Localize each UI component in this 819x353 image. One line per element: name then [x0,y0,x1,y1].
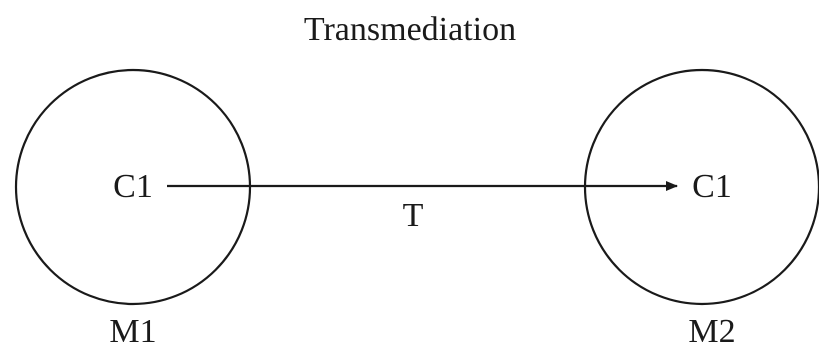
transmediation-edge-label: T [403,197,424,234]
medium-1-content-label: C1 [113,168,153,205]
medium-1-label: M1 [109,313,156,350]
diagram-title: Transmediation [304,11,516,48]
medium-2-content-label: C1 [692,168,732,205]
medium-2-label: M2 [688,313,735,350]
